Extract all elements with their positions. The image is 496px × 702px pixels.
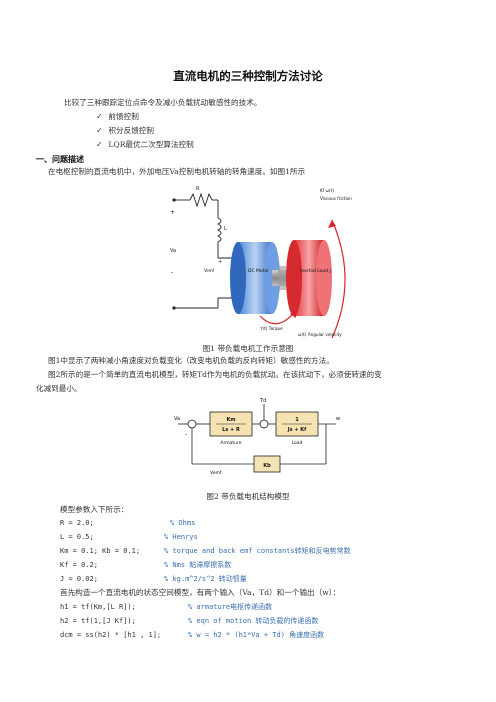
paragraph-2b: 图2所示的是一个简单的直流电机模型，转矩Td作为电机的负载扰动。在该扰动下，必须… — [48, 370, 382, 379]
figure-1-motor-diagram: R L + Va - + Vemf DC Motor Inertial Load… — [170, 186, 352, 339]
code-line: dcm = ss(h2) * [h1 , 1]; — [60, 631, 162, 639]
bullet-label: 前馈控制 — [108, 112, 139, 121]
terminal-bottom — [172, 306, 176, 310]
code-comment: % eqn of motion 转动负载的传递函数 — [188, 617, 319, 625]
code-line: L = 0.5; — [60, 533, 94, 541]
kb-label: Kb — [263, 463, 271, 469]
label-kf: Kf ω(t) — [320, 188, 334, 193]
shaft-coupling — [278, 266, 286, 290]
bullet-label: LQR最优二次型算法控制 — [108, 140, 194, 149]
bullet-item: ✓ 积分反馈控制 — [96, 126, 154, 136]
code-line: h1 = tf(Km,[L R]); — [60, 603, 136, 611]
armature-caption: Armature — [220, 440, 241, 446]
params-intro: 模型参数入下所示： — [60, 505, 129, 514]
label-vemf: Vemf — [204, 268, 215, 273]
torque-arrowhead — [290, 310, 296, 318]
paragraph-1: 在电枢控制的直流电机中，外加电压Va控制电机转轴的转角速度。如图1所示 — [48, 167, 306, 176]
code-comment: % Nms 粘滞摩擦系数 — [164, 561, 232, 569]
label-L: L — [224, 226, 227, 232]
motor-label: DC Motor — [248, 268, 269, 274]
friction-arc — [331, 219, 346, 339]
load-label: Inertial Load J — [300, 268, 331, 274]
load-num: 1 — [295, 417, 299, 423]
vemf-label: Vemf — [210, 470, 222, 476]
figure-1-caption: 图1 带负载电机工作示意图 — [202, 344, 294, 353]
sum-junction-1 — [187, 419, 197, 429]
load-den: Js + Kf — [287, 427, 307, 433]
check-icon: ✓ — [96, 126, 103, 135]
terminal-top — [172, 198, 176, 202]
label-Va: Va — [170, 248, 176, 254]
circuit-wires — [174, 192, 240, 309]
code-line: h2 = tf(1,[J Kf]); — [60, 617, 136, 625]
bullet-label: 积分反馈控制 — [108, 126, 154, 135]
intro-text: 比较了三种跟踪定位点命令及减小负载扰动敏感性的技术。 — [64, 98, 262, 107]
label-plus-top: + — [170, 209, 175, 216]
minus-label: - — [185, 431, 187, 438]
code-comment: % Ohms — [170, 519, 196, 527]
armature-den: Ls + R — [222, 427, 240, 433]
label-plus-bottom: + — [218, 259, 222, 265]
code-comment: % Henrys — [164, 533, 198, 541]
code-line: Km = 0.1; Kb = 0.1; — [60, 547, 141, 555]
code-comment: % torque and back emf constants转矩和反电势常数 — [164, 547, 351, 555]
ss-intro: 首先构造一个直流电机的状态空间模型，有两个输入（Va，Td）和一个输出（w）： — [60, 588, 341, 597]
page-title: 直流电机的三种控制方法讨论 — [173, 69, 323, 83]
code-comment: % kg.m^2/s^2 转动惯量 — [164, 575, 247, 583]
code-comment: % w = h2 * (h1*Va + Td) 角速度函数 — [188, 631, 325, 639]
code-line: Kf = 0.2; — [60, 561, 98, 569]
label-R: R — [196, 186, 200, 192]
check-icon: ✓ — [96, 112, 103, 121]
section-heading: 一、问题描述 — [36, 155, 84, 164]
va-label: Va — [174, 416, 180, 422]
load-caption: Load — [292, 440, 303, 446]
bullet-item: ✓ 前馈控制 — [96, 112, 139, 122]
w-label: w — [336, 416, 340, 422]
label-omega: ω(t) Angular velocity — [298, 332, 342, 337]
kb-block — [253, 455, 281, 473]
paragraph-2c: 化减到最小。 — [36, 384, 82, 393]
code-line: R = 2.0; — [60, 519, 94, 527]
paragraph-2a: 图1中显示了两种减小角速度对负载变化（改变电机负载的反向转矩）敏感性的方法。 — [48, 356, 334, 365]
friction-arrowhead — [328, 220, 336, 228]
td-label: Td — [259, 398, 266, 404]
armature-num: Km — [226, 417, 235, 423]
code-comment: % armature电枢传递函数 — [188, 603, 273, 611]
label-minus: - — [171, 269, 173, 276]
check-icon: ✓ — [96, 140, 103, 149]
bullet-item: ✓ LQR最优二次型算法控制 — [96, 140, 194, 150]
figure-2-block-diagram: Km Ls + R 1 Js + Kf Kb Armature Load Td … — [174, 398, 340, 476]
figure-2-caption: 图2 带负载电机结构模型 — [206, 492, 290, 501]
inertial-load: Inertial Load J — [286, 240, 332, 316]
code-line: J = 0.02; — [60, 575, 98, 583]
label-friction: Viscous friction — [320, 196, 352, 201]
sum-junction-2 — [259, 419, 269, 429]
label-torque: τ(t) Torque — [260, 326, 283, 331]
